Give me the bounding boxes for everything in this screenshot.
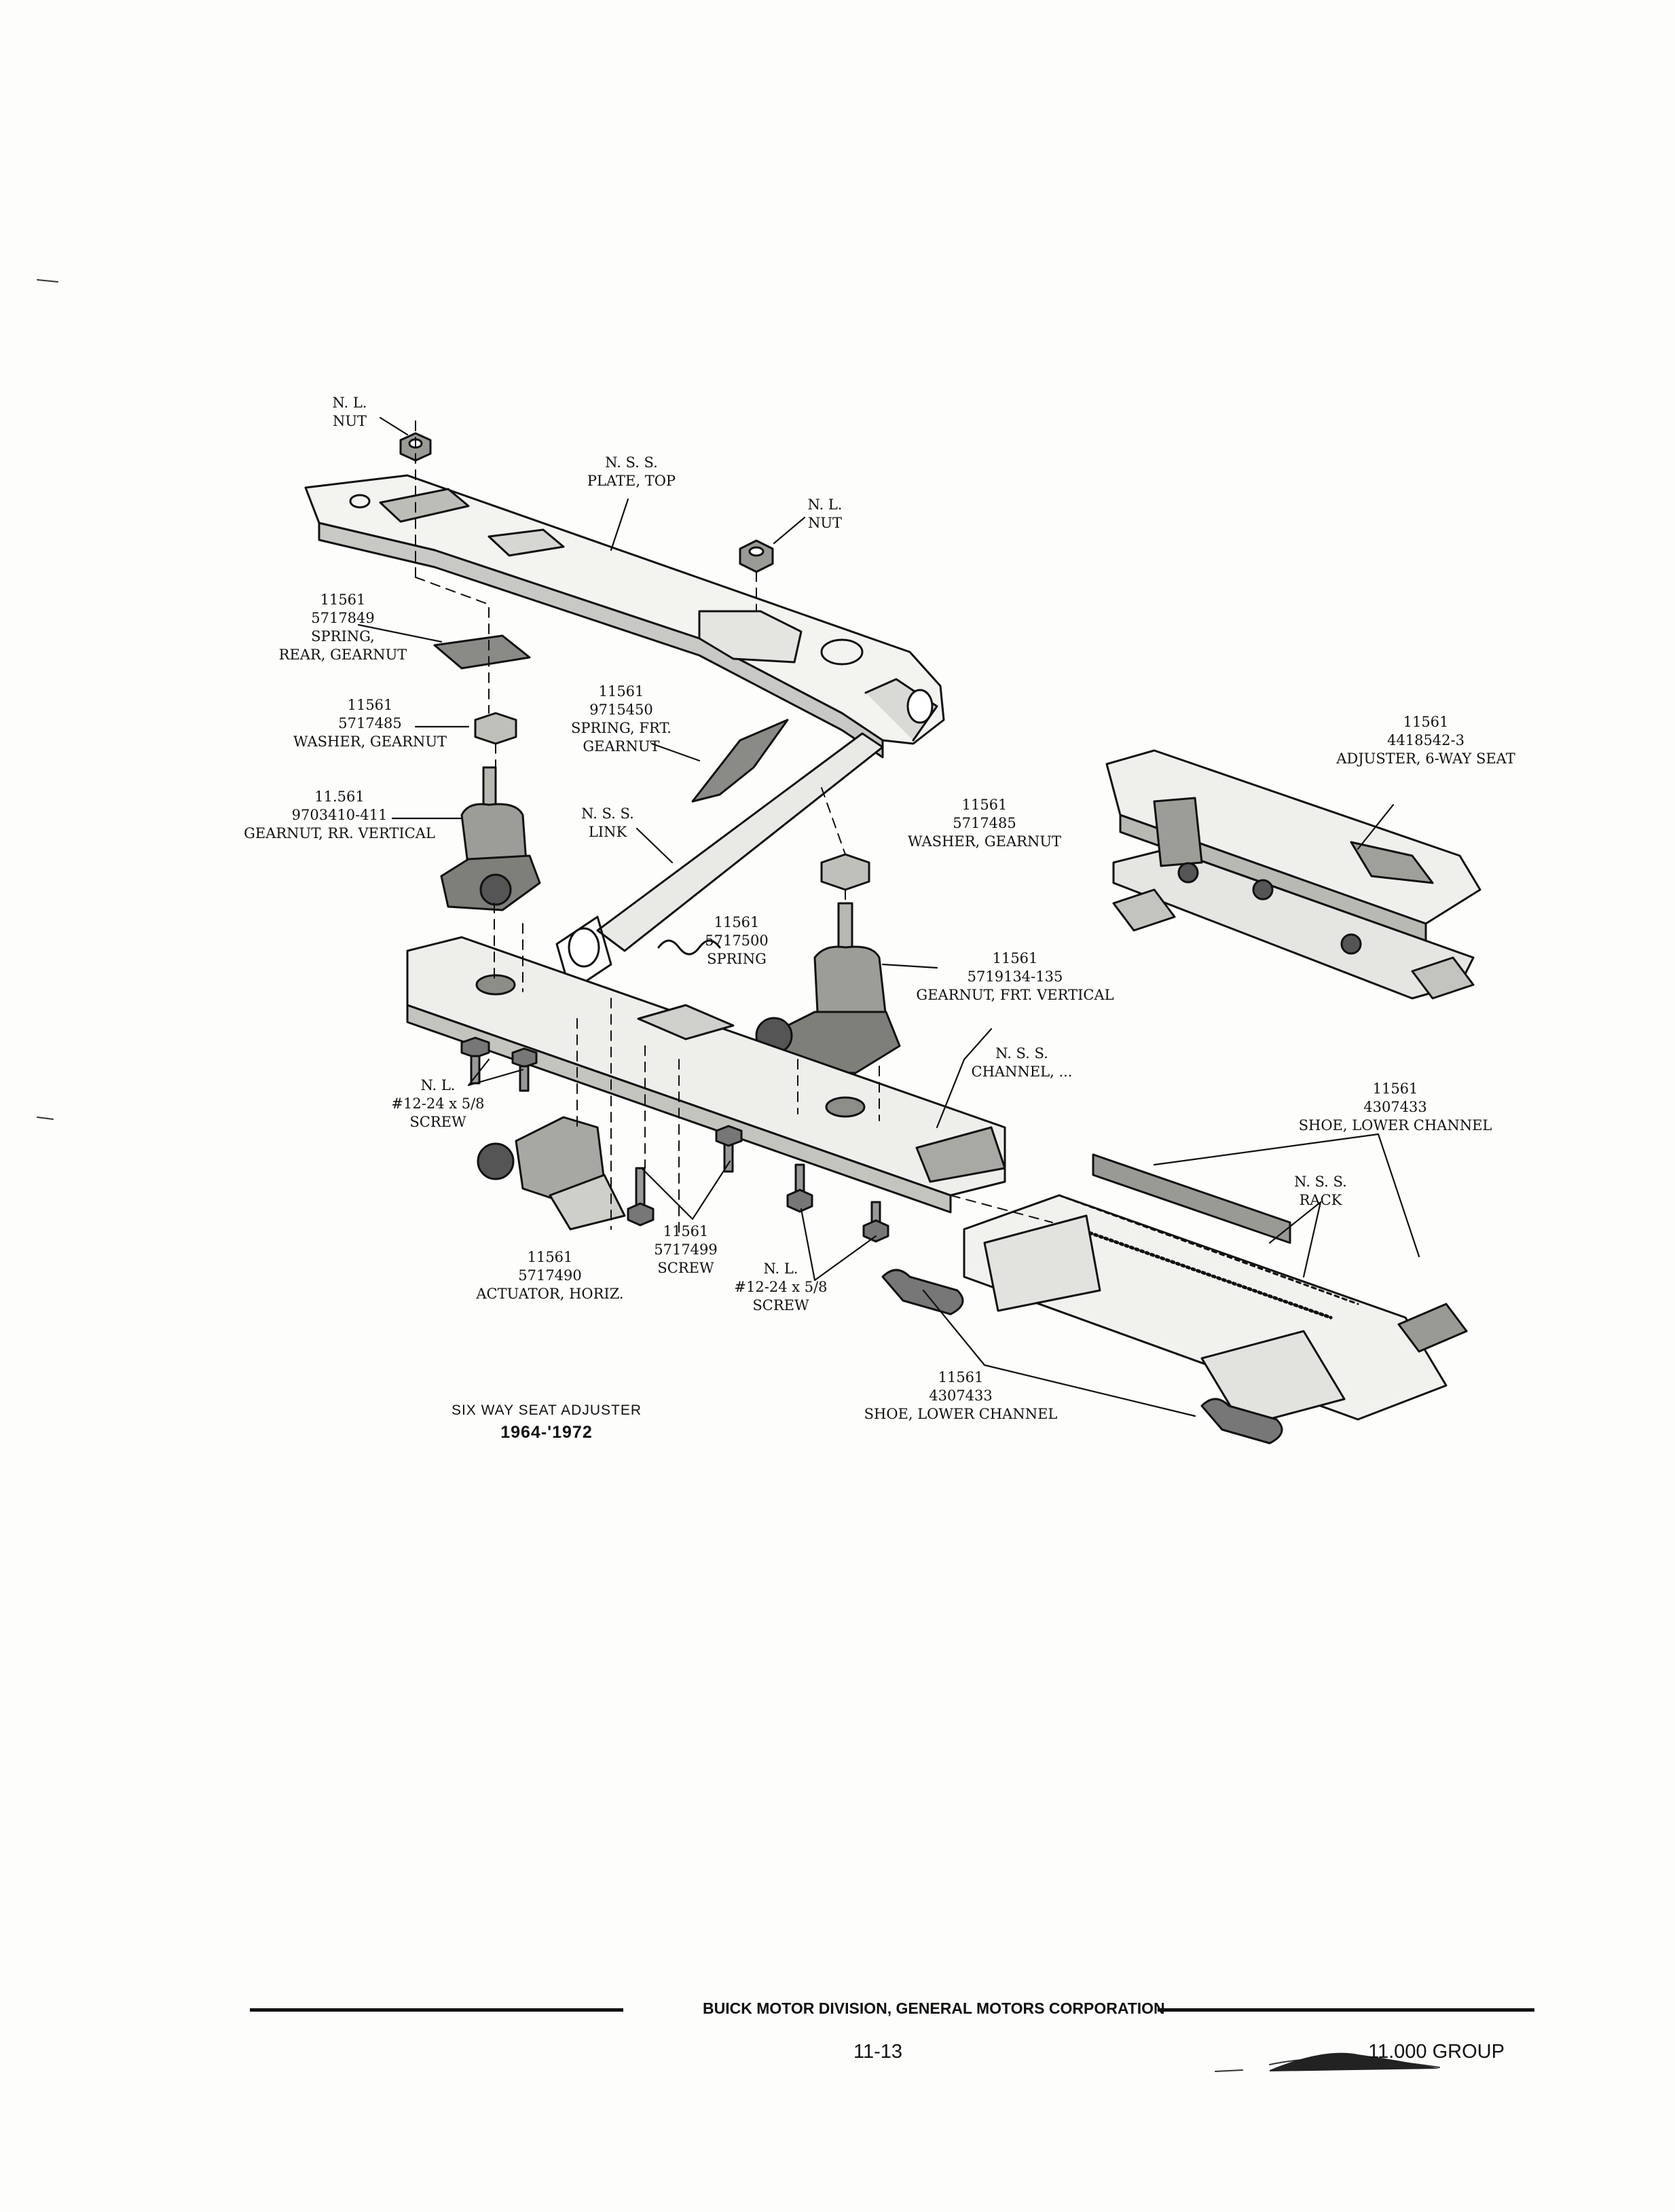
assembly-axes	[415, 420, 1053, 1237]
footer-rule-left	[250, 2008, 623, 2012]
spring-rear-part	[433, 634, 531, 670]
scan-marks	[37, 279, 1440, 2072]
footer-group: 11.000 GROUP	[1368, 2041, 1505, 2063]
footer-rule-right	[1158, 2008, 1534, 2012]
diagram-years: 1964-'1972	[500, 1423, 593, 1442]
leader-lines	[357, 416, 1420, 1417]
diagram-title: SIX WAY SEAT ADJUSTER	[451, 1402, 642, 1418]
callout-rack: N. S. S.RACK	[1294, 1174, 1347, 1208]
lower-channel-part	[881, 1153, 1468, 1445]
callout-plate-top: N. S. S.PLATE, TOP	[587, 454, 676, 489]
link-part	[555, 732, 884, 993]
spring-small-part	[657, 939, 721, 956]
footer-page-number: 11-13	[853, 2041, 903, 2063]
gearnut-rr-part	[440, 766, 541, 911]
footer-publisher: BUICK MOTOR DIVISION, GENERAL MOTORS COR…	[703, 1999, 1165, 2017]
callout-link: N. S. S.LINK	[581, 805, 634, 840]
screws-left-part	[460, 1036, 538, 1092]
adjuster-assembled-part	[1105, 749, 1481, 1000]
callout-channel: N. S. S.CHANNEL, ...	[971, 1045, 1073, 1080]
spring-front-part	[691, 719, 789, 803]
callout-nut-right: N. L.NUT	[807, 496, 843, 531]
washer-right-part	[820, 853, 870, 891]
washer-left-part	[474, 712, 517, 745]
actuator-part	[477, 1116, 626, 1231]
nut-right-part	[739, 539, 774, 573]
top-plate	[304, 474, 945, 759]
screws-center-part	[627, 1125, 889, 1243]
callout-nut-left: N. L.NUT	[332, 395, 367, 429]
footer-smudge	[1270, 2052, 1439, 2071]
